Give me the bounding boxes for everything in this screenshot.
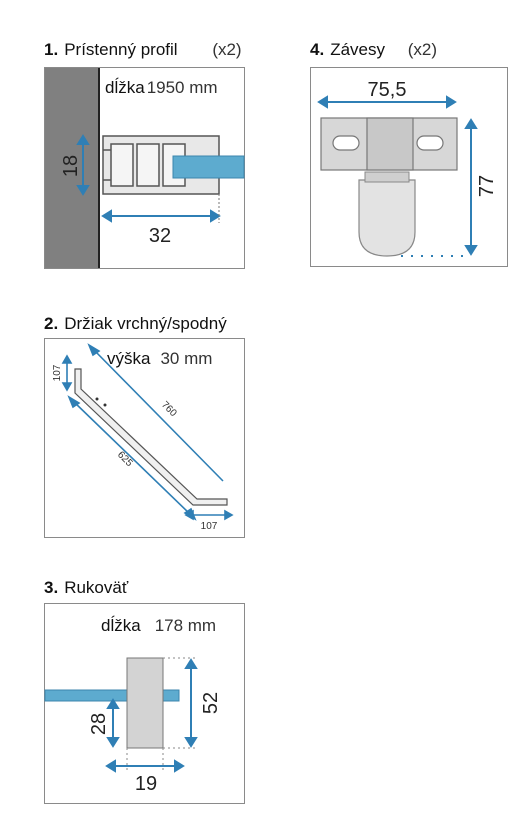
holder-name: Držiak vrchný/spodný xyxy=(64,314,227,333)
dim-height-arrow xyxy=(464,118,478,256)
hinges-panel: 75,5 77 xyxy=(310,67,508,267)
dim-height-label: 52 xyxy=(200,692,222,714)
dim-width-arrow xyxy=(101,209,221,223)
dim-width-arrow xyxy=(105,759,185,773)
handle-title: 3. Rukoväť xyxy=(44,578,128,598)
dim-top-arrow xyxy=(61,354,73,392)
hinges-number: 4. xyxy=(310,40,325,59)
holder-bar xyxy=(74,368,228,506)
dim-width-arrow xyxy=(317,95,457,109)
dim-mount-label: 28 xyxy=(88,713,110,735)
dim-width-label: 75,5 xyxy=(368,79,407,101)
holder-drawing: 760 625 107 107 xyxy=(52,343,234,532)
handle-name: Rukoväť xyxy=(64,578,129,597)
dim-height-arrow xyxy=(76,134,90,196)
hinge-body xyxy=(358,179,416,257)
profile-length-value: 1950 mm xyxy=(146,78,218,97)
hinge-plate xyxy=(320,117,458,171)
dim-height-label: 77 xyxy=(476,175,498,197)
dim-top-label: 107 xyxy=(52,364,63,381)
hinges-quantity: (x2) xyxy=(407,40,437,59)
profile-title: 1. Prístenný profil (x2) xyxy=(44,40,242,60)
dim-width-label: 32 xyxy=(149,225,171,247)
handle-length-label: dĺžka xyxy=(101,616,141,635)
handle-panel: 52 28 19 dĺžka 178 mm xyxy=(44,603,245,804)
dim-long-label: 760 xyxy=(159,399,179,419)
dim-long-arrow xyxy=(87,343,224,482)
profile-length-label: dĺžka xyxy=(105,78,145,97)
hinges-title: 4. Závesy (x2) xyxy=(310,40,437,60)
handle-number: 3. xyxy=(44,578,59,597)
dim-mount-arrow xyxy=(106,698,120,748)
glass-panel xyxy=(172,155,245,179)
profile-drawing: 18 32 xyxy=(45,68,245,268)
hinges-name: Závesy xyxy=(330,40,385,59)
handle-length: dĺžka 178 mm xyxy=(101,616,216,636)
wall xyxy=(45,68,99,268)
dim-inner-label: 625 xyxy=(115,449,135,469)
dim-bottom-label: 107 xyxy=(201,521,218,532)
handle-body xyxy=(126,657,164,749)
profile-quantity: (x2) xyxy=(212,40,242,59)
holder-panel: 760 625 107 107 výška 30 mm xyxy=(44,338,245,538)
profile-number: 1. xyxy=(44,40,59,59)
dim-bottom-arrow xyxy=(184,509,234,521)
handle-length-value: 178 mm xyxy=(154,616,217,635)
handle-drawing: 52 28 19 xyxy=(44,657,222,795)
dim-height-arrow xyxy=(184,658,198,748)
dim-width-label: 19 xyxy=(135,773,157,795)
hinge-drawing: 75,5 77 xyxy=(317,79,498,257)
holder-title: 2. Držiak vrchný/spodný xyxy=(44,314,227,334)
holder-height: výška 30 mm xyxy=(107,349,212,369)
holder-height-label: výška xyxy=(107,349,151,368)
dim-height-label: 18 xyxy=(60,155,82,177)
profile-name: Prístenný profil xyxy=(64,40,178,59)
hinge-clamp xyxy=(364,171,410,183)
holder-height-value: 30 mm xyxy=(160,349,213,368)
holder-number: 2. xyxy=(44,314,59,333)
